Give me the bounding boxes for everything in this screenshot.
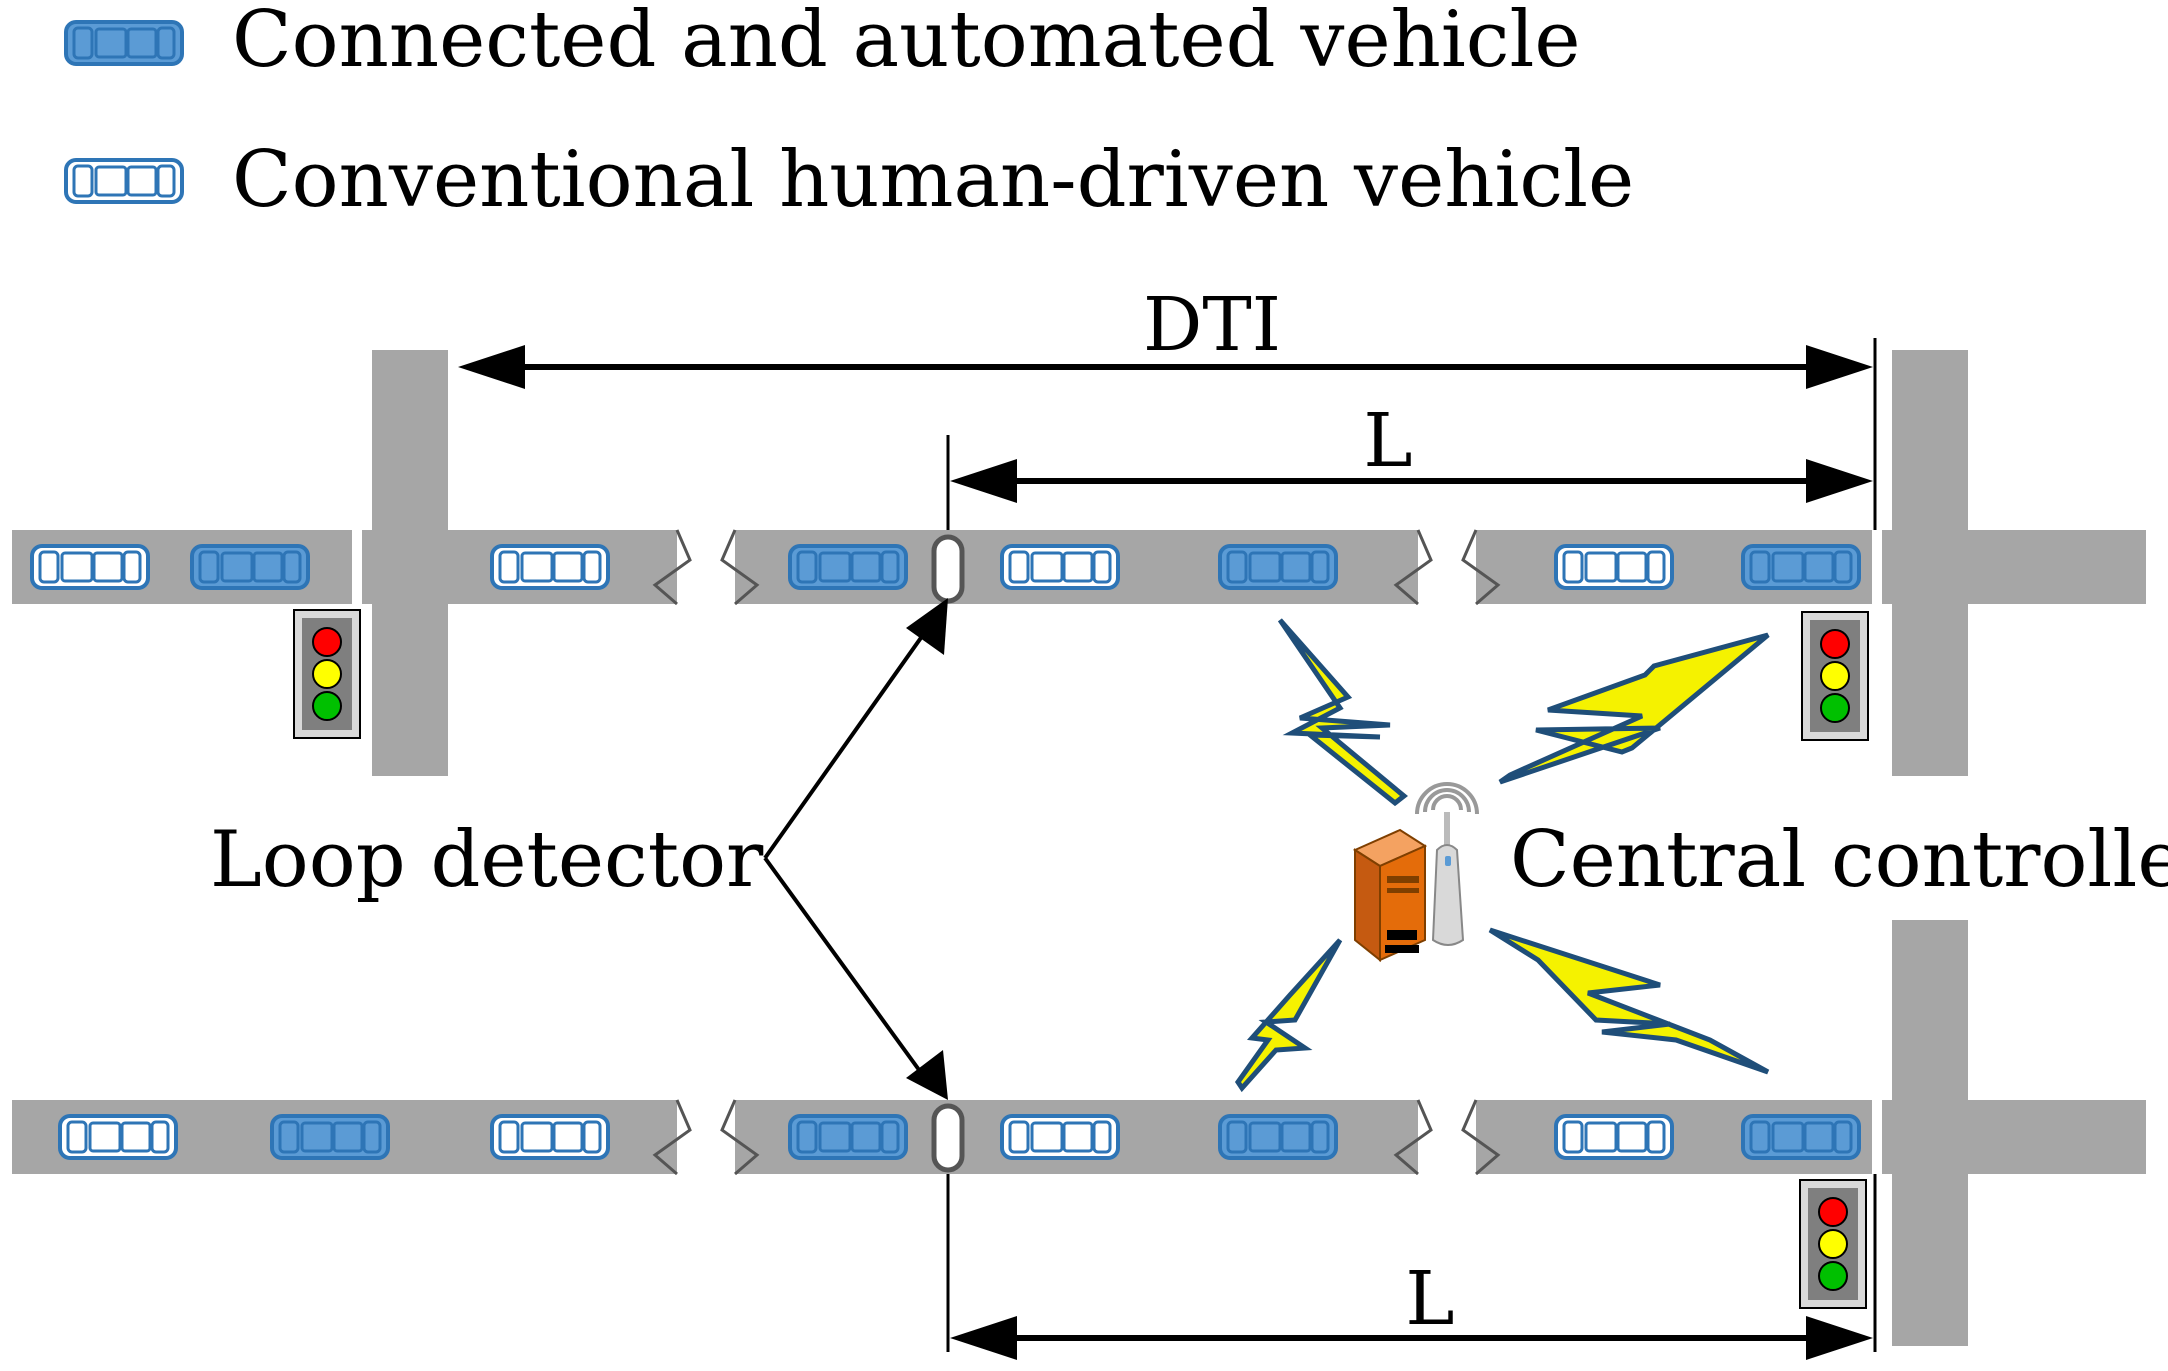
dimension-lines — [458, 338, 1877, 1360]
hdv-car-icon — [490, 1114, 610, 1160]
l-bottom-label: L — [1405, 1256, 1454, 1342]
dti-label: DTI — [1143, 282, 1281, 368]
right-cross-street-top — [1892, 350, 1968, 776]
legend-hdv-label: Conventional human-driven vehicle — [232, 135, 1634, 225]
lightning-icon — [1234, 938, 1343, 1093]
hdv-car-icon — [490, 544, 610, 590]
signal-yellow-icon — [312, 659, 342, 689]
server-icon — [1352, 828, 1428, 963]
bottom-road-segment-4 — [1882, 1100, 2146, 1174]
central-controller — [1352, 782, 1479, 963]
hdv-car-icon — [1554, 544, 1674, 590]
traffic-light-left — [293, 609, 361, 739]
signal-green-icon — [1818, 1261, 1848, 1291]
vehicles — [30, 544, 1861, 1160]
legend-cav-label: Connected and automated vehicle — [232, 0, 1581, 85]
traffic-light-right-top — [1801, 611, 1869, 741]
cav-car-icon — [788, 544, 908, 590]
l-top-label: L — [1363, 398, 1412, 484]
loop-detector-label: Loop detector — [210, 815, 764, 905]
hdv-car-icon — [30, 544, 150, 590]
signal-red-icon — [312, 627, 342, 657]
signal-yellow-icon — [1820, 661, 1850, 691]
legend: Connected and automated vehicle Conventi… — [64, 0, 1634, 225]
cav-car-icon — [190, 544, 310, 590]
access-point-icon — [1431, 844, 1465, 946]
lightning-icon — [1277, 618, 1408, 807]
loop-detector-bottom-icon — [931, 1103, 965, 1173]
hdv-car-icon — [58, 1114, 178, 1160]
cav-car-icon — [1218, 1114, 1338, 1160]
left-cross-street — [372, 350, 448, 776]
signal-yellow-icon — [1818, 1229, 1848, 1259]
cav-car-icon — [1218, 544, 1338, 590]
signal-green-icon — [312, 691, 342, 721]
lightning-icon — [1488, 927, 1770, 1075]
road-break-marks — [652, 529, 1501, 1176]
legend-hdv-icon — [64, 158, 184, 204]
signal-green-icon — [1820, 693, 1850, 723]
traffic-light-right-bottom — [1799, 1179, 1867, 1309]
hdv-car-icon — [1554, 1114, 1674, 1160]
cav-car-icon — [788, 1114, 908, 1160]
cav-car-icon — [270, 1114, 390, 1160]
signal-red-icon — [1818, 1197, 1848, 1227]
loop-detector-top-icon — [931, 534, 965, 604]
cav-car-icon — [1741, 544, 1861, 590]
legend-cav-icon — [64, 20, 184, 66]
hdv-car-icon — [1000, 1114, 1120, 1160]
signal-red-icon — [1820, 629, 1850, 659]
hdv-car-icon — [1000, 544, 1120, 590]
loop-detector-pointer — [763, 598, 948, 1100]
antenna-icon — [1415, 782, 1479, 845]
wireless-links — [1234, 618, 1770, 1093]
lightning-icon — [1498, 632, 1770, 785]
cav-car-icon — [1741, 1114, 1861, 1160]
central-controller-label: Central controller — [1510, 815, 2168, 905]
